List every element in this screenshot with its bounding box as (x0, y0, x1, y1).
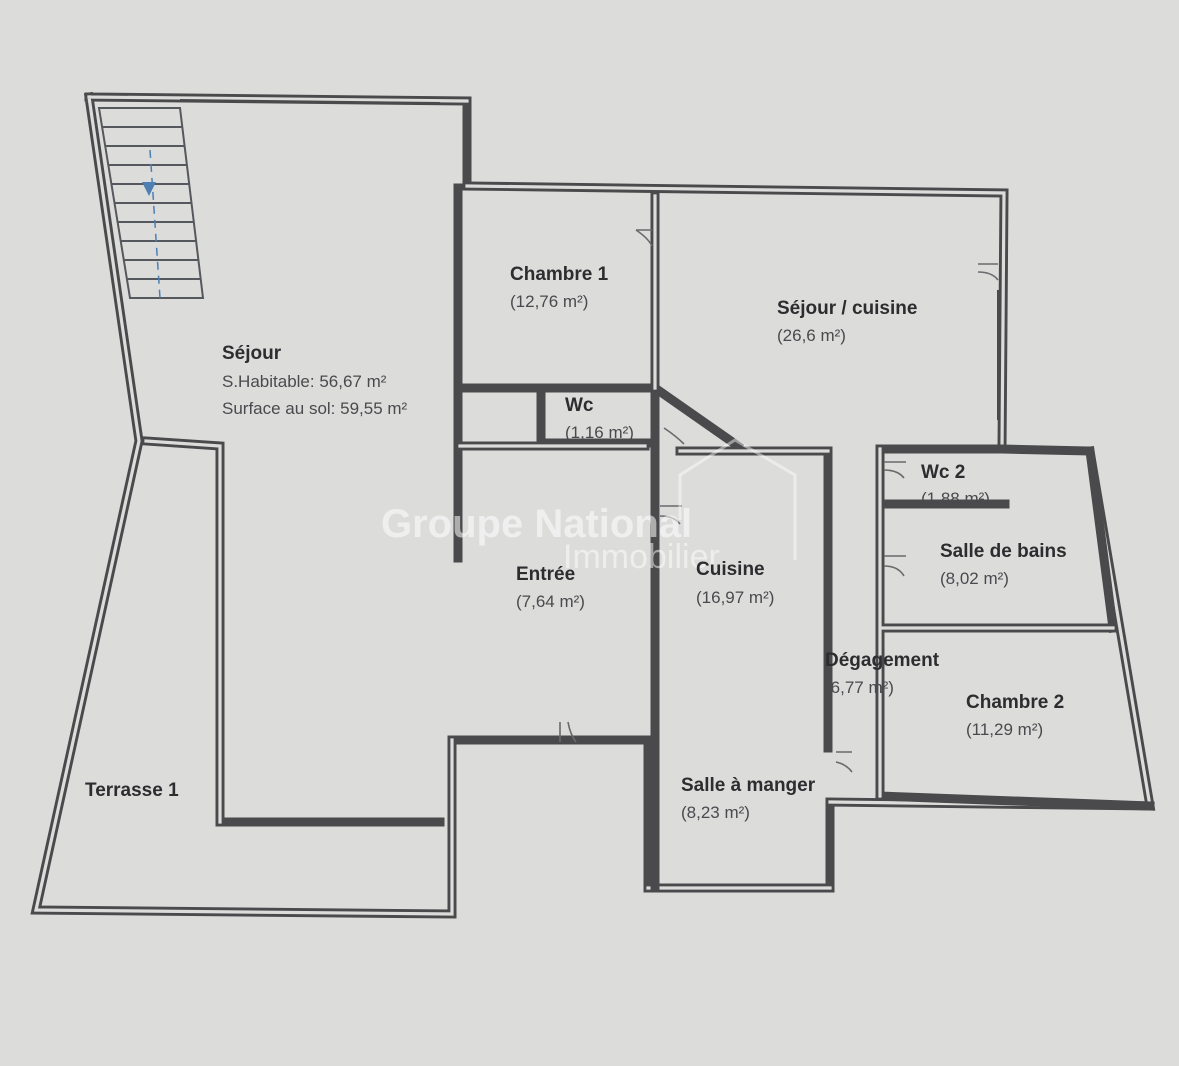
room-chambre2-area: (11,29 m²) (966, 720, 1043, 739)
room-degagement-name: Dégagement (825, 650, 940, 671)
door-wc (663, 427, 685, 445)
room-sejour-cuisine-area: (26,6 m²) (777, 326, 846, 345)
staircase (97, 107, 205, 299)
window-sejour-top (179, 99, 441, 104)
room-wc-name: Wc (565, 395, 594, 416)
door-degagement (559, 721, 577, 743)
room-labels: Séjour S.Habitable: 56,67 m² Surface au … (85, 264, 1067, 822)
room-wc-area: (1,16 m²) (565, 423, 634, 442)
watermark: Groupe National Immobilier (381, 438, 797, 576)
window-chambre2 (984, 802, 1076, 805)
watermark-house-icon (678, 438, 797, 560)
room-salle-de-bains-name: Salle de bains (940, 541, 1067, 562)
watermark-line1: Groupe National (381, 502, 692, 546)
room-terrasse1-name: Terrasse 1 (85, 780, 179, 801)
door-entree (659, 505, 682, 525)
room-chambre1-area: (12,76 m²) (510, 292, 588, 311)
room-cuisine-name: Cuisine (696, 559, 765, 580)
door-salle-a-manger (835, 751, 853, 773)
walls (30, 91, 1156, 919)
wall-interior-inner (458, 194, 1115, 798)
door-salle-de-bains (883, 555, 906, 577)
room-sejour-habitable: S.Habitable: 56,67 m² (222, 372, 387, 391)
room-cuisine-area: (16,97 m²) (696, 588, 774, 607)
room-salle-de-bains-area: (8,02 m²) (940, 569, 1009, 588)
room-chambre2-name: Chambre 2 (966, 692, 1064, 713)
room-entree-name: Entrée (516, 564, 575, 585)
staircase-direction-line (149, 149, 161, 299)
room-degagement-area: (6,77 m²) (825, 678, 894, 697)
door-chambre1 (635, 229, 653, 247)
room-salle-a-manger-area: (8,23 m²) (681, 803, 750, 822)
door-wc2 (883, 461, 906, 479)
watermark-line2: Immobilier (563, 538, 720, 576)
room-salle-a-manger-name: Salle à manger (681, 775, 816, 796)
room-sejour-name: Séjour (222, 343, 282, 364)
windows (179, 99, 1107, 886)
staircase-outline (97, 107, 205, 299)
room-wc2-name: Wc 2 (921, 462, 965, 483)
room-chambre1-name: Chambre 1 (510, 264, 609, 285)
window-salle-de-bains (1093, 499, 1107, 581)
room-sejour-cuisine-name: Séjour / cuisine (777, 298, 917, 319)
room-wc2-area: (1,88 m²) (921, 489, 990, 508)
room-sejour-surface-sol: Surface au sol: 59,55 m² (222, 399, 408, 418)
staircase-arrow-icon (142, 182, 156, 196)
doors (559, 229, 999, 773)
room-entree-area: (7,64 m²) (516, 592, 585, 611)
door-sejour-cuisine (977, 263, 999, 281)
wall-sejour-outline-inner (34, 95, 469, 916)
